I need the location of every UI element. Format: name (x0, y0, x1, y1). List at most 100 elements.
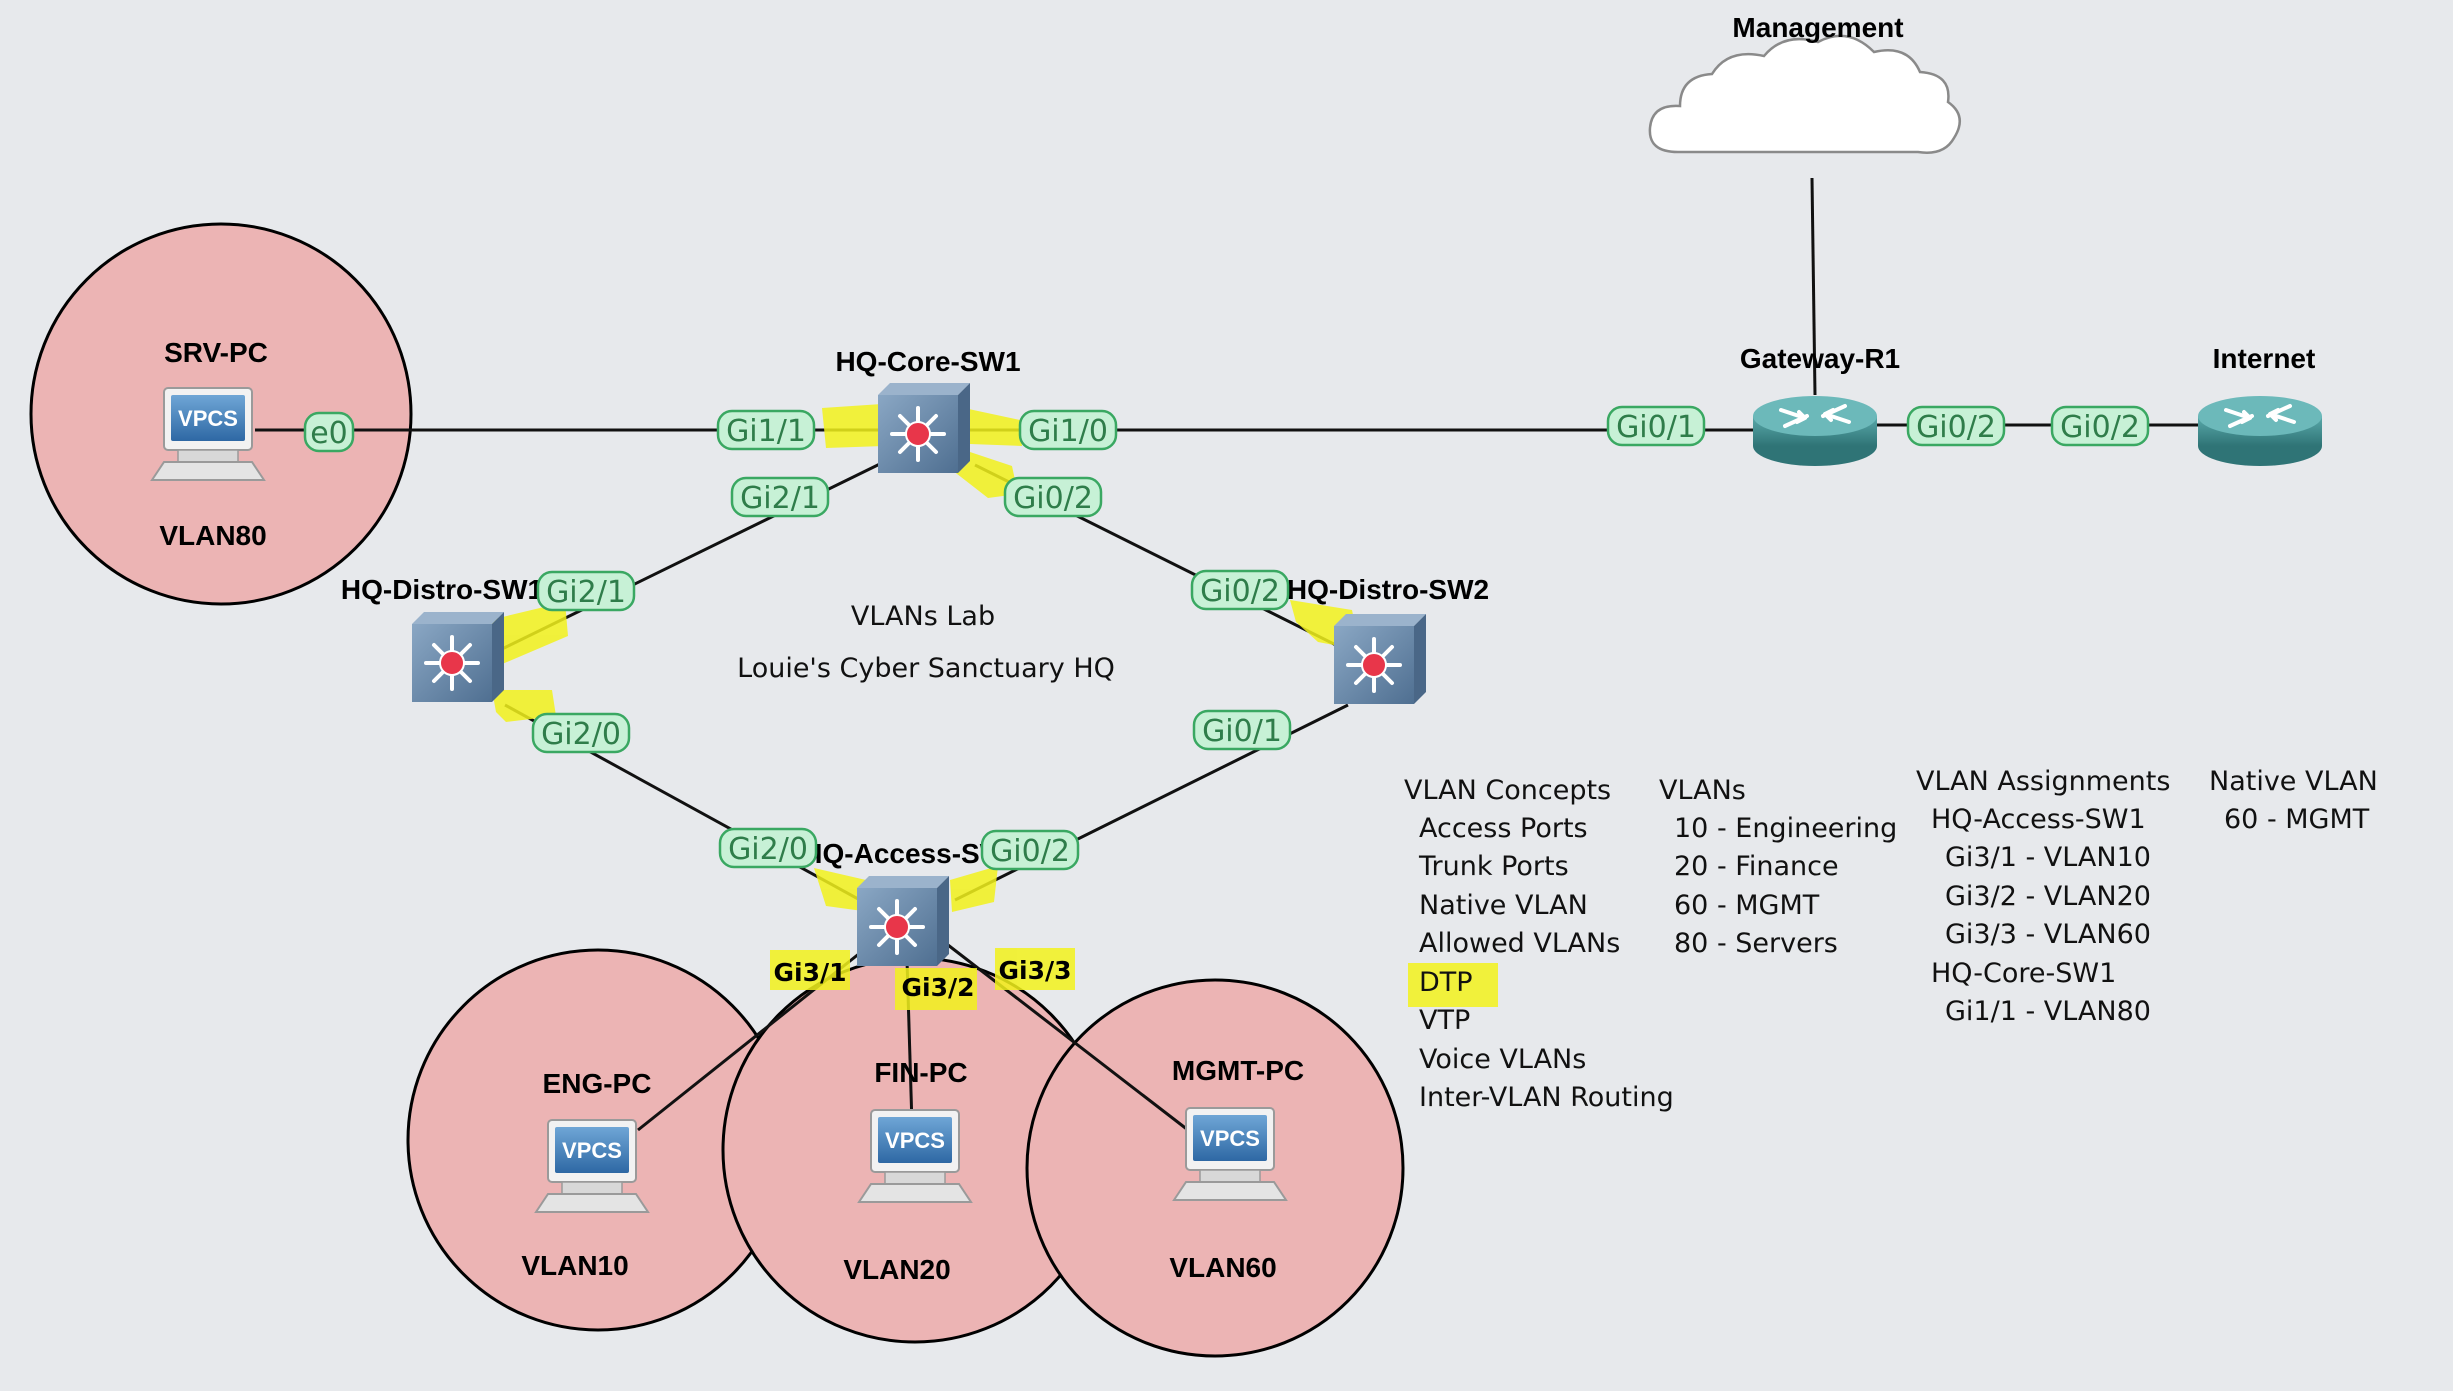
router-icon[interactable] (2196, 394, 2324, 468)
eng-pc-label: ENG-PC (543, 1068, 652, 1099)
cloud-icon[interactable] (1648, 34, 1961, 154)
port-label[interactable]: Gi0/2 (1190, 569, 1290, 611)
multilayer-switch-icon[interactable] (1332, 612, 1428, 706)
vpcs-icon-text: VPCS (1200, 1126, 1260, 1151)
port-label[interactable]: Gi1/1 (716, 409, 816, 451)
concept-item: Allowed VLANs (1419, 928, 1620, 959)
concept-item: Access Ports (1419, 813, 1588, 844)
vpcs-icon-text: VPCS (562, 1138, 622, 1163)
distro2-label: HQ-Distro-SW2 (1287, 574, 1489, 605)
highlight-core-right (964, 408, 1022, 446)
port-label[interactable]: e0 (303, 411, 355, 453)
vlan-item: 80 - Servers (1674, 928, 1838, 959)
port-label-text: Gi0/2 (1200, 574, 1280, 609)
router-icon[interactable] (1751, 394, 1879, 468)
port-label[interactable]: Gi0/1 (1606, 405, 1706, 447)
vpcs-icon[interactable]: VPCS (1173, 1107, 1287, 1201)
mgmt-pc-vlan-label: VLAN60 (1169, 1252, 1276, 1283)
port-label[interactable]: Gi0/2 (1906, 405, 2006, 447)
lab-title: VLANs Lab (851, 601, 995, 632)
assignment-line: Gi3/2 - VLAN20 (1945, 881, 2151, 912)
port-label[interactable]: Gi1/0 (1018, 409, 1118, 451)
distro1-label: HQ-Distro-SW1 (341, 574, 543, 605)
port-label[interactable]: Gi2/1 (730, 476, 830, 518)
notes-heading: VLANs (1659, 775, 1746, 806)
fin-pc-label: FIN-PC (874, 1057, 967, 1088)
port-label[interactable]: Gi2/0 (718, 827, 818, 869)
port-label-text: Gi1/1 (726, 414, 806, 449)
vpcs-icon[interactable]: VPCS (151, 387, 265, 481)
port-label-gi3-3[interactable]: Gi3/3 (998, 956, 1071, 985)
native-vlan-value: 60 - MGMT (2224, 804, 2370, 835)
mgmt-pc-label: MGMT-PC (1172, 1055, 1304, 1086)
fin-pc-vlan-label: VLAN20 (843, 1254, 950, 1285)
port-label-text: Gi0/1 (1616, 410, 1696, 445)
vpcs-icon[interactable]: VPCS (535, 1119, 649, 1213)
multilayer-switch-icon[interactable] (855, 874, 951, 968)
highlight-gi3-3 (995, 948, 1075, 990)
port-label-text: e0 (310, 416, 348, 451)
port-label-text: Gi2/0 (541, 717, 621, 752)
port-label[interactable]: Gi0/2 (2050, 405, 2150, 447)
concept-item: VTP (1419, 1005, 1470, 1036)
port-label-gi3-2[interactable]: Gi3/2 (901, 973, 974, 1002)
assignment-line: Gi3/1 - VLAN10 (1945, 842, 2151, 873)
port-label[interactable]: Gi2/1 (536, 570, 636, 612)
notes-native-vlan: Native VLAN 60 - MGMT (2209, 766, 2378, 835)
highlight-access-right (950, 866, 998, 912)
concept-item-highlighted: DTP (1419, 967, 1473, 998)
vlan-item: 60 - MGMT (1674, 890, 1820, 921)
highlight-gi3-1 (770, 950, 850, 990)
port-label-text: Gi0/2 (1916, 410, 1996, 445)
link-cloud-gateway (1810, 177, 1817, 396)
vpcs-icon-text: VPCS (178, 406, 238, 431)
highlight-distro1-bottom (492, 690, 556, 722)
port-label-text: Gi0/2 (1013, 481, 1093, 516)
port-label[interactable]: Gi0/1 (1192, 709, 1292, 751)
port-label[interactable]: Gi2/0 (531, 712, 631, 754)
link-access-mgmt (947, 943, 1189, 1132)
highlights (490, 404, 1498, 1010)
assignment-line: Gi3/3 - VLAN60 (1945, 919, 2151, 950)
lab-subtitle: Louie's Cyber Sanctuary HQ (737, 653, 1115, 684)
notes-heading: VLAN Assignments (1916, 766, 2170, 797)
highlight-dtp (1408, 963, 1498, 1007)
gateway-label: Gateway-R1 (1740, 343, 1900, 374)
highlight-distro1-top (490, 602, 568, 665)
port-label-text: Gi2/1 (740, 481, 820, 516)
port-label-text: Gi0/2 (2060, 410, 2140, 445)
multilayer-switch-icon[interactable] (410, 610, 506, 704)
management-label: Management (1732, 12, 1903, 43)
notes-vlans: VLANs 10 - Engineering 20 - Finance 60 -… (1659, 775, 1897, 959)
eng-pc-vlan-label: VLAN10 (521, 1250, 628, 1281)
port-label-text: Gi0/1 (1202, 714, 1282, 749)
port-label[interactable]: Gi0/2 (980, 829, 1080, 871)
assignment-line: Gi1/1 - VLAN80 (1945, 996, 2151, 1027)
vlan-item: 10 - Engineering (1674, 813, 1897, 844)
assignment-line: HQ-Access-SW1 (1931, 804, 2146, 835)
core-sw-label: HQ-Core-SW1 (835, 346, 1020, 377)
srv-pc-vlan-label: VLAN80 (159, 520, 266, 551)
concept-item: Native VLAN (1419, 890, 1588, 921)
highlight-gi3-2 (895, 968, 977, 1010)
port-label-gi3-1[interactable]: Gi3/1 (773, 958, 846, 987)
vpcs-icon-text: VPCS (885, 1128, 945, 1153)
port-labels: e0 Gi1/1 Gi1/0 Gi2/1 Gi0/2 Gi0/1 Gi0/2 G… (303, 405, 2150, 1002)
highlight-access-left (814, 868, 870, 912)
concept-item: Inter-VLAN Routing (1419, 1082, 1674, 1113)
port-label-text: Gi2/0 (728, 832, 808, 867)
port-label[interactable]: Gi0/2 (1003, 476, 1103, 518)
notes-heading: Native VLAN (2209, 766, 2378, 797)
notes-vlan-concepts: VLAN Concepts Access Ports Trunk Ports N… (1404, 775, 1674, 1113)
highlight-core-left (822, 404, 884, 448)
notes-heading: VLAN Concepts (1404, 775, 1611, 806)
assignment-line: HQ-Core-SW1 (1931, 958, 2116, 989)
vpcs-icon[interactable]: VPCS (858, 1109, 972, 1203)
port-label-text: Gi0/2 (990, 834, 1070, 869)
concept-item: Trunk Ports (1418, 851, 1569, 882)
internet-label: Internet (2213, 343, 2316, 374)
port-label-text: Gi1/0 (1028, 414, 1108, 449)
notes-vlan-assignments: VLAN Assignments HQ-Access-SW1 Gi3/1 - V… (1916, 766, 2170, 1027)
vlan-item: 20 - Finance (1674, 851, 1839, 882)
multilayer-switch-icon[interactable] (876, 381, 972, 475)
